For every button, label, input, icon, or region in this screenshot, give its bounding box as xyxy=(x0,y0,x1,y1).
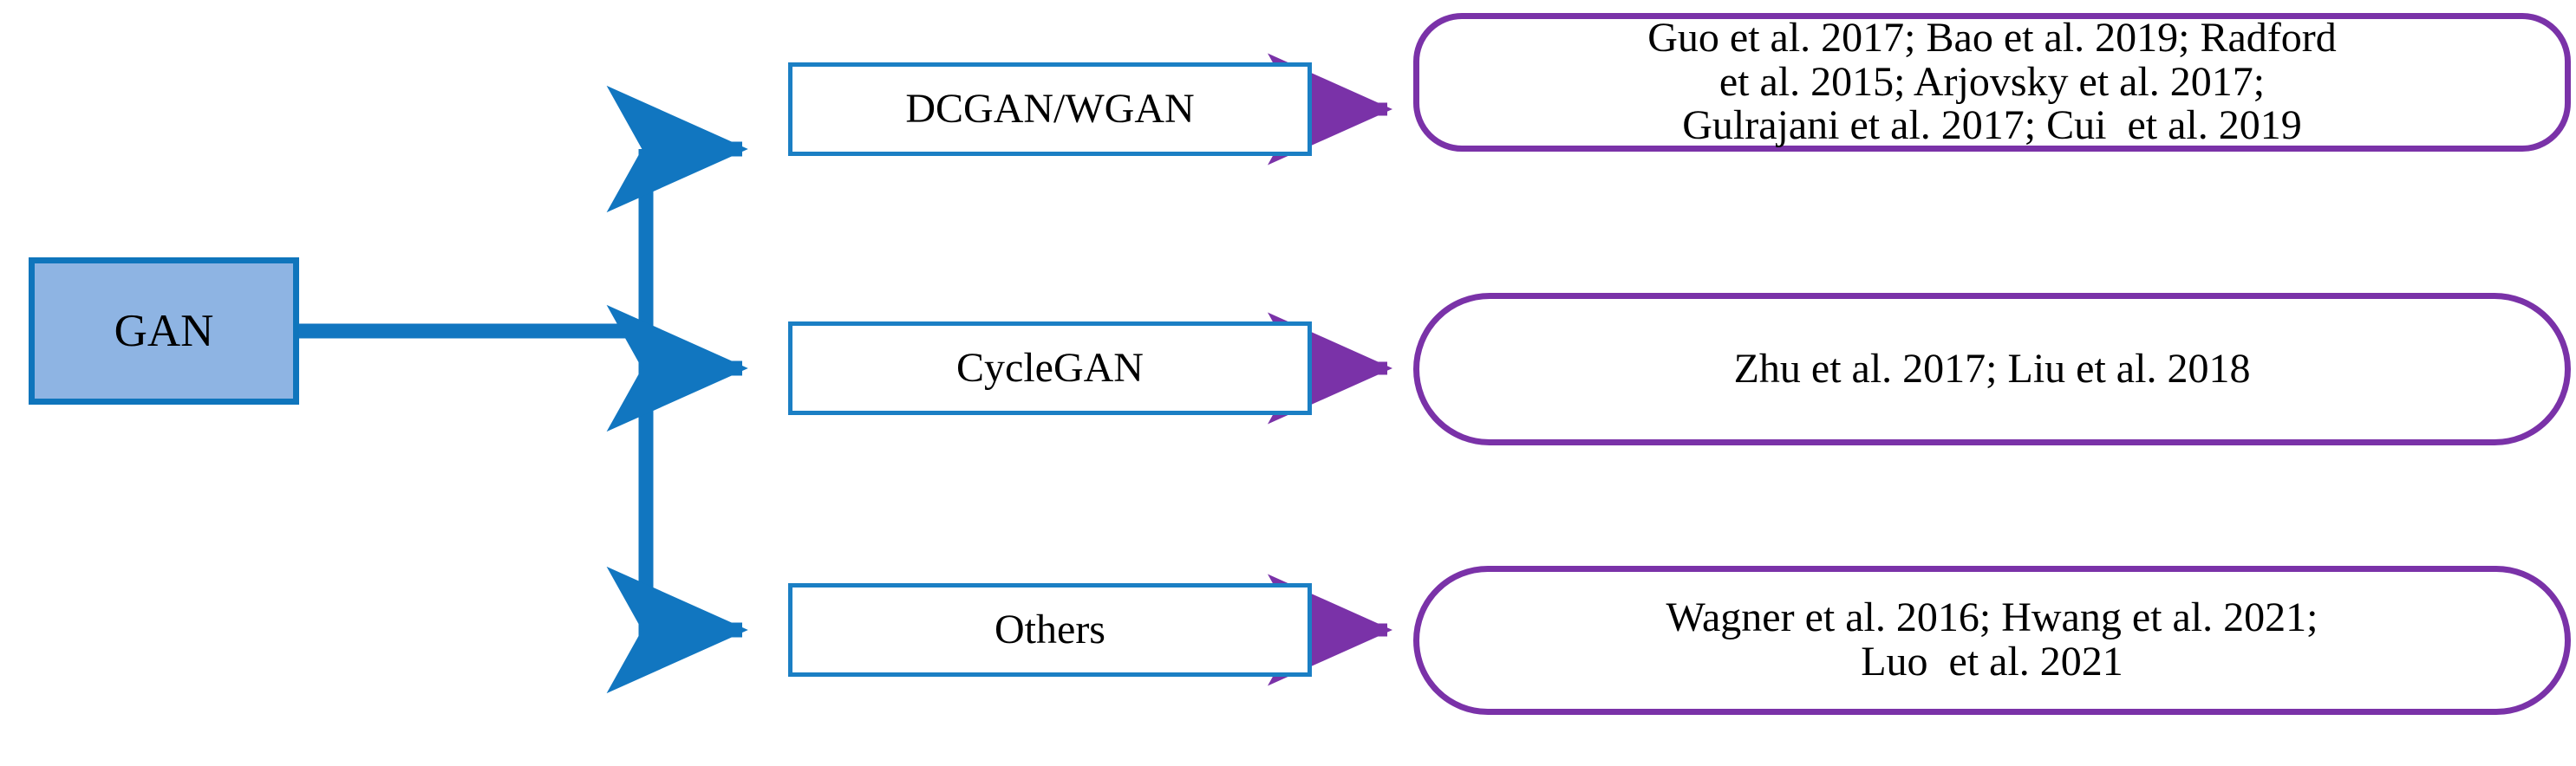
root-node-label: GAN xyxy=(114,305,214,356)
category-node-label: DCGAN/WGAN xyxy=(905,85,1195,132)
reference-node-text: Zhu et al. 2017; Liu et al. 2018 xyxy=(1442,347,2542,392)
category-node-label: CycleGAN xyxy=(956,344,1144,391)
purple-connector-group xyxy=(1268,53,1393,686)
reference-line: Luo et al. 2021 xyxy=(1861,639,2123,685)
reference-node-others[interactable]: Wagner et al. 2016; Hwang et al. 2021;Lu… xyxy=(1413,566,2571,715)
reference-line: Wagner et al. 2016; Hwang et al. 2021; xyxy=(1666,594,2318,641)
category-node-dcgan-wgan[interactable]: DCGAN/WGAN xyxy=(788,62,1312,156)
root-node-gan[interactable]: GAN xyxy=(29,257,299,405)
reference-node-cyclegan[interactable]: Zhu et al. 2017; Liu et al. 2018 xyxy=(1413,293,2571,445)
category-node-cyclegan[interactable]: CycleGAN xyxy=(788,321,1312,415)
reference-node-text: Guo et al. 2017; Bao et al. 2019; Radfor… xyxy=(1442,16,2542,149)
reference-node-text: Wagner et al. 2016; Hwang et al. 2021;Lu… xyxy=(1442,594,2542,685)
reference-line: Gulrajani et al. 2017; Cui et al. 2019 xyxy=(1682,102,2302,149)
blue-connector-group xyxy=(299,85,748,694)
category-node-others[interactable]: Others xyxy=(788,583,1312,677)
reference-line: Zhu et al. 2017; Liu et al. 2018 xyxy=(1733,345,2251,392)
reference-node-dcgan-wgan[interactable]: Guo et al. 2017; Bao et al. 2019; Radfor… xyxy=(1413,13,2571,152)
reference-line: et al. 2015; Arjovsky et al. 2017; xyxy=(1718,58,2266,105)
category-node-label: Others xyxy=(995,606,1105,652)
reference-line: Guo et al. 2017; Bao et al. 2019; Radfor… xyxy=(1647,14,2337,61)
